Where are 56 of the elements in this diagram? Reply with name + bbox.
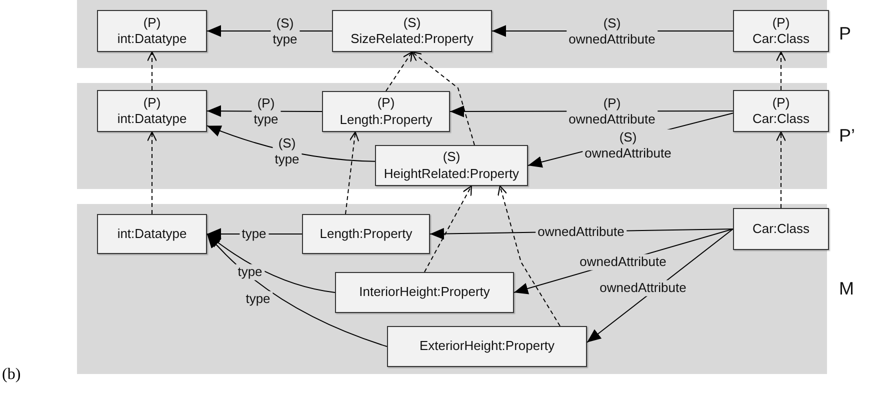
element-name: Car:Class (752, 31, 810, 48)
element-name: Car:Class (752, 220, 810, 238)
element-name: int:Datatype (117, 226, 187, 242)
dependency-arrow (345, 131, 360, 214)
edge-label: (P) type (252, 95, 280, 127)
element-name: int:Datatype (117, 111, 187, 128)
class-box (733, 10, 829, 52)
element-name: HeightRelated:Property (384, 166, 520, 182)
layer-label: M (839, 278, 854, 300)
level-tag: (P) (377, 95, 395, 112)
element-name: SizeRelated:Property (350, 31, 474, 48)
class-box (97, 214, 207, 254)
level-tag: (P) (772, 14, 790, 31)
element-name: Length:Property (320, 226, 412, 242)
edge-label: (S) type (272, 135, 302, 167)
class-box (733, 90, 829, 132)
dependency-arrow (146, 51, 158, 90)
class-box (322, 91, 450, 132)
class-box (97, 10, 207, 52)
association-arrow (206, 234, 388, 347)
level-tag: (P) (143, 94, 161, 111)
dependency-arrow (424, 185, 472, 272)
level-tag: (P) (772, 94, 790, 111)
edge-label: ownedAttribute (578, 254, 668, 270)
element-name: InteriorHeight:Property (359, 284, 490, 301)
edge-label: (S) ownedAttribute (582, 129, 674, 161)
edge-label: type (236, 264, 264, 280)
level-tag: (S) (442, 149, 460, 166)
dependency-arrow (498, 185, 560, 326)
layer-label: P (839, 24, 852, 44)
dependency-arrow (146, 131, 158, 214)
element-name: int:Datatype (117, 31, 187, 48)
class-box (375, 145, 528, 186)
class-box (97, 90, 207, 132)
dependency-arrow (411, 51, 475, 146)
level-tag: (S) (403, 14, 421, 31)
dependency-arrow (776, 131, 786, 208)
class-box (387, 326, 587, 367)
class-box (733, 208, 829, 250)
edge-label: type (244, 291, 272, 307)
edge-label: ownedAttribute (598, 280, 688, 296)
element-name: Length:Property (340, 112, 432, 128)
class-box (332, 10, 492, 52)
edge-label: (S) ownedAttribute (566, 15, 658, 47)
subfigure-label: (b) (2, 366, 21, 384)
edge-label: (S) type (270, 15, 300, 47)
element-name: ExteriorHeight:Property (419, 338, 555, 355)
layer-label: P’ (839, 126, 856, 146)
class-box (335, 272, 514, 313)
dependency-arrow (776, 51, 786, 90)
edge-label: (P) ownedAttribute (566, 95, 658, 127)
dependency-arrow (386, 51, 413, 92)
class-box (302, 214, 430, 254)
element-name: Car:Class (752, 111, 810, 128)
level-tag: (P) (143, 14, 161, 31)
association-arrow (206, 234, 336, 293)
